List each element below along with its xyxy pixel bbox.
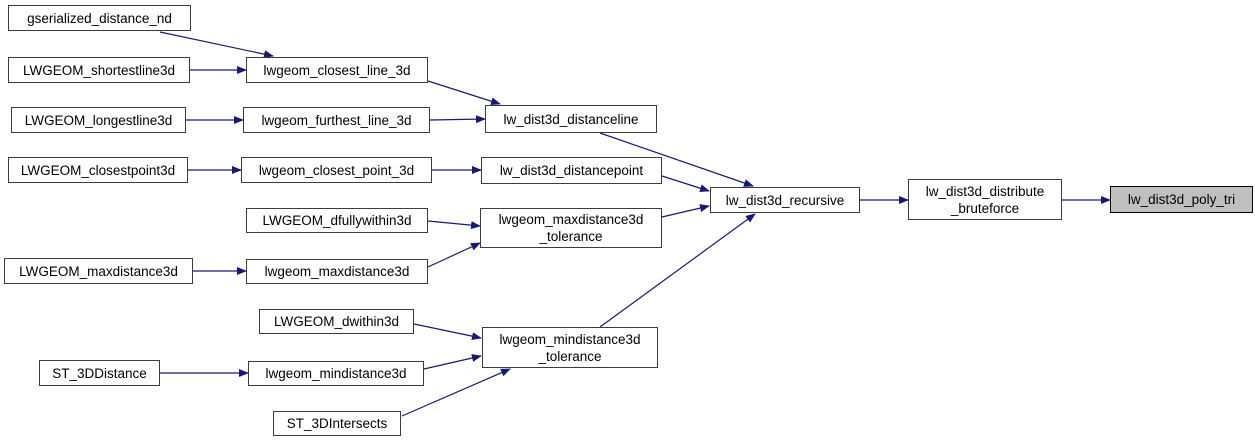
- node-LWGEOM_shortestline3d[interactable]: LWGEOM_shortestline3d: [8, 57, 190, 83]
- node-gserialized_distance_nd[interactable]: gserialized_distance_nd: [8, 5, 191, 31]
- node-lwgeom_furthest_line_3d[interactable]: lwgeom_furthest_line_3d: [243, 107, 430, 133]
- node-lw_dist3d_poly_tri[interactable]: lw_dist3d_poly_tri: [1110, 186, 1253, 213]
- edge-ST_3DIntersects-to-lwgeom_mindistance3d_tolerance: [401, 368, 511, 417]
- node-lw_dist3d_distanceline[interactable]: lw_dist3d_distanceline: [485, 105, 657, 133]
- edge-lwgeom_furthest_line_3d-to-lw_dist3d_distanceline: [429, 115, 486, 124]
- edge-lwgeom_maxdistance3d_tolerance-to-lw_dist3d_recursive: [661, 204, 710, 218]
- node-ST_3DDistance[interactable]: ST_3DDistance: [39, 360, 160, 386]
- node-ST_3DIntersects[interactable]: ST_3DIntersects: [273, 411, 401, 436]
- node-lwgeom_mindistance3d_tolerance[interactable]: lwgeom_mindistance3d _tolerance: [482, 327, 658, 368]
- edge-lwgeom_mindistance3d_tolerance-to-lw_dist3d_recursive: [599, 213, 756, 328]
- node-LWGEOM_dfullywithin3d[interactable]: LWGEOM_dfullywithin3d: [246, 208, 428, 233]
- edge-lwgeom_mindistance3d-to-lwgeom_mindistance3d_tolerance: [423, 354, 482, 370]
- node-LWGEOM_dwithin3d[interactable]: LWGEOM_dwithin3d: [259, 309, 414, 334]
- node-lw_dist3d_distribute_bruteforce[interactable]: lw_dist3d_distribute _bruteforce: [908, 179, 1062, 220]
- node-lw_dist3d_distancepoint[interactable]: lw_dist3d_distancepoint: [481, 157, 662, 184]
- edge-lwgeom_maxdistance3d-to-lwgeom_maxdistance3d_tolerance: [427, 242, 481, 268]
- node-LWGEOM_closestpoint3d[interactable]: LWGEOM_closestpoint3d: [8, 157, 188, 183]
- node-LWGEOM_maxdistance3d[interactable]: LWGEOM_maxdistance3d: [4, 258, 193, 284]
- edge-gserialized_distance_nd-to-lwgeom_closest_line_3d: [159, 31, 274, 59]
- node-lwgeom_mindistance3d[interactable]: lwgeom_mindistance3d: [248, 361, 424, 386]
- node-LWGEOM_longestline3d[interactable]: LWGEOM_longestline3d: [11, 107, 186, 133]
- node-lwgeom_maxdistance3d[interactable]: lwgeom_maxdistance3d: [246, 259, 428, 284]
- edge-lw_dist3d_distancepoint-to-lw_dist3d_recursive: [661, 175, 710, 193]
- node-lwgeom_closest_line_3d[interactable]: lwgeom_closest_line_3d: [246, 57, 428, 83]
- edge-lw_dist3d_distanceline-to-lw_dist3d_recursive: [599, 132, 754, 187]
- edge-LWGEOM_dwithin3d-to-lwgeom_mindistance3d_tolerance: [413, 323, 482, 341]
- edge-lwgeom_closest_line_3d-to-lw_dist3d_distanceline: [427, 80, 501, 106]
- node-lwgeom_maxdistance3d_tolerance[interactable]: lwgeom_maxdistance3d _tolerance: [480, 208, 662, 248]
- edge-LWGEOM_dfullywithin3d-to-lwgeom_maxdistance3d_tolerance: [427, 220, 481, 230]
- node-lwgeom_closest_point_3d[interactable]: lwgeom_closest_point_3d: [241, 157, 432, 183]
- node-lw_dist3d_recursive[interactable]: lw_dist3d_recursive: [710, 187, 860, 213]
